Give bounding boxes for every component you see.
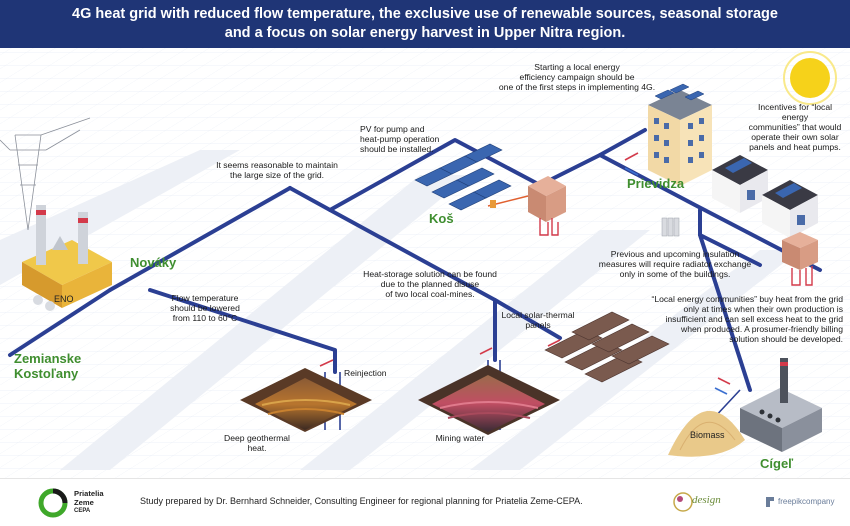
place-zemianske-line2: Kostoľany [14,366,79,381]
mining-water-icon [418,365,560,435]
house-heat-pump-icon [782,232,818,286]
note-local-energy-communities: “Local energy communities” buy heat from… [651,294,843,344]
place-zemianske-kostolany: Zemianske Kostoľany [14,351,81,381]
flow-arrows [319,152,731,395]
heat-pipe-network [8,128,822,392]
place-kos: Koš [429,211,454,226]
pv-panels-icon [414,143,512,211]
page-title: 4G heat grid with reduced flow temperatu… [0,0,850,48]
footer-credit: Study prepared by Dr. Bernhard Schneider… [140,496,583,506]
priatelia-zeme-logo-text: Priatelia Zeme CEPA [74,489,104,514]
design-logo-icon [673,492,693,512]
heat-grid-diagram [0,48,850,478]
freepik-logo: freepikcompany [778,497,835,506]
apartment-building-icon [648,83,712,186]
priatelia-zeme-logo-icon [38,488,68,518]
place-cigel: Cígeľ [760,456,794,471]
place-prievidza: Prievidza [627,176,685,191]
note-mining-water: Mining water [435,433,485,443]
radiator-icon [661,217,680,237]
geothermal-well-icon [240,368,372,432]
sun-icon [790,58,830,98]
solar-thermal-panels-icon [544,311,670,383]
footer: Priatelia Zeme CEPA Study prepared by Dr… [0,478,850,526]
note-reinjection: Reinjection [344,368,387,378]
freepik-logo-icon [766,497,774,507]
eno-power-plant-icon [22,205,112,311]
design-logo: design [692,494,721,506]
house-1-icon [712,155,768,213]
place-novaky: Nováky [130,255,177,270]
title-line-2: and a focus on solar energy harvest in U… [224,25,626,41]
biomass-label: Biomass [690,430,725,440]
eno-label: ENO [54,294,74,304]
house-2-icon [762,180,818,238]
sun-glow [783,51,837,105]
heat-exchanger-icon [487,176,566,236]
place-zemianske-line1: Zemianske [14,351,82,366]
biomass-pile-icon [668,410,745,457]
biomass-plant-icon [740,358,822,452]
power-pylon-icon [0,117,91,231]
title-line-1: 4G heat grid with reduced flow temperatu… [72,6,778,22]
